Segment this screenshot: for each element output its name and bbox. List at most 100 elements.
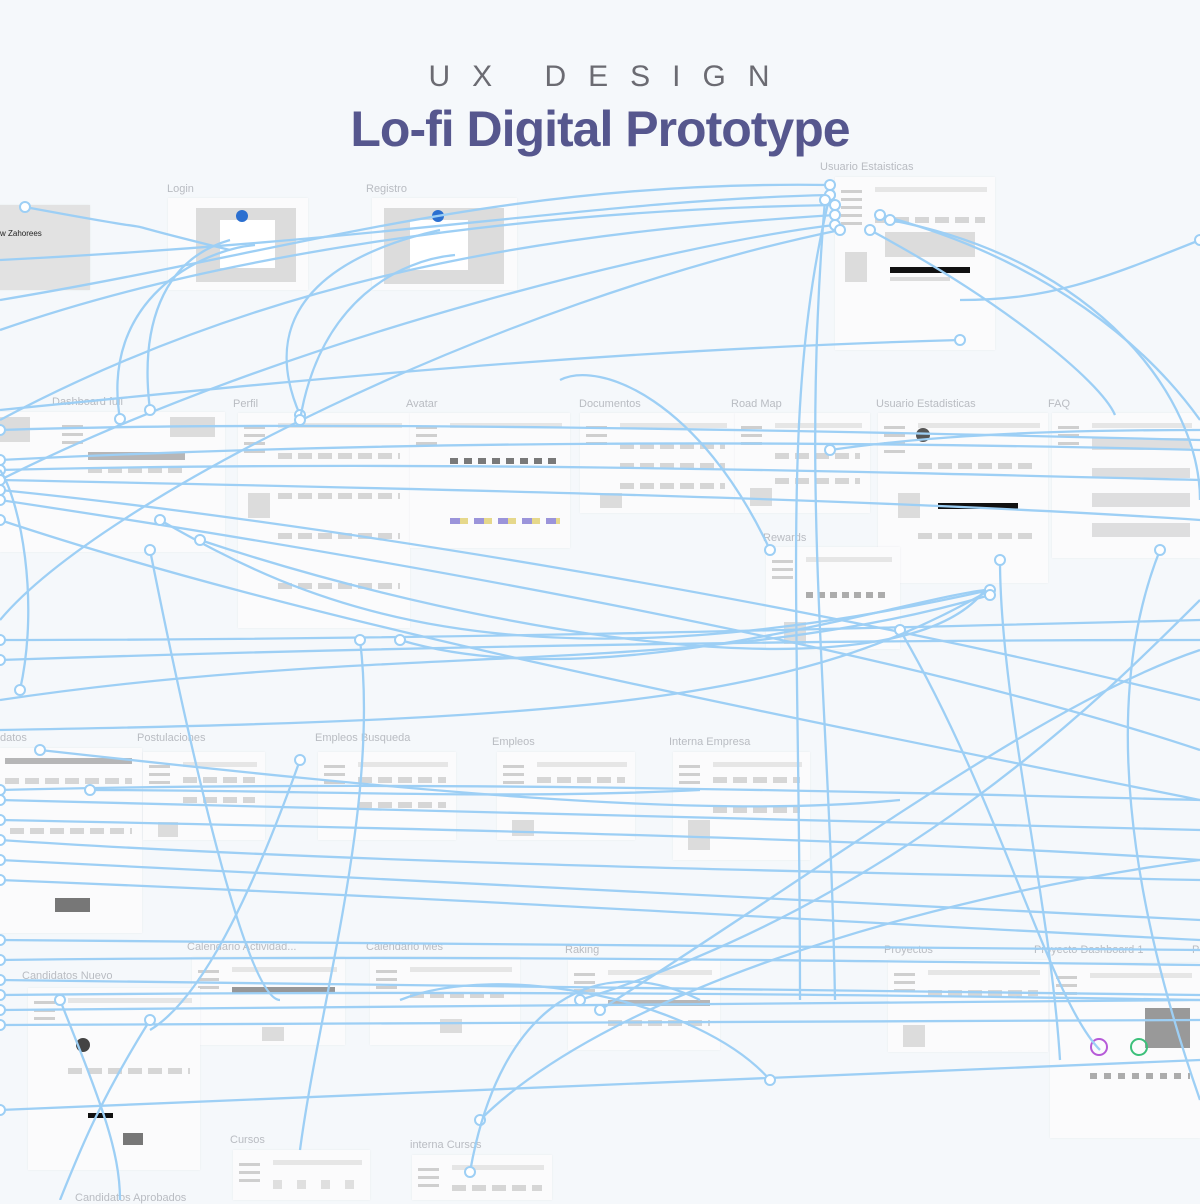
link-hotspot-dot[interactable]: [144, 1014, 156, 1026]
link-hotspot-dot[interactable]: [819, 194, 831, 206]
page-title: Lo-fi Digital Prototype: [350, 101, 850, 157]
prototype-link-line: [0, 183, 831, 302]
link-hotspot-dot[interactable]: [1154, 544, 1166, 556]
artboard-avatar[interactable]: [410, 413, 570, 548]
link-hotspot-dot[interactable]: [294, 414, 306, 426]
link-hotspot-dot[interactable]: [84, 784, 96, 796]
artboard-partial-left[interactable]: w Zahorees: [0, 205, 90, 290]
prototype-link-line: [298, 253, 456, 421]
prototype-link-line: [0, 228, 841, 621]
link-hotspot-dot[interactable]: [0, 654, 6, 666]
link-hotspot-dot[interactable]: [829, 199, 841, 211]
link-hotspot-dot[interactable]: [0, 1004, 6, 1016]
artboard-label-avatar: Avatar: [406, 398, 438, 410]
link-hotspot-dot[interactable]: [874, 209, 886, 221]
prototype-link-line: [0, 838, 1200, 882]
link-hotspot-dot[interactable]: [984, 589, 996, 601]
artboard-candidatos-nuevo[interactable]: [28, 988, 200, 1170]
link-hotspot-dot[interactable]: [0, 854, 6, 866]
artboard-calendario-mes[interactable]: [370, 957, 520, 1045]
link-hotspot-dot[interactable]: [394, 634, 406, 646]
prototype-link-line: [959, 238, 1200, 302]
link-hotspot-dot[interactable]: [354, 634, 366, 646]
link-hotspot-dot[interactable]: [0, 934, 6, 946]
artboard-label-candidatos-nuevo: Candidatos Nuevo: [22, 970, 113, 982]
artboard-proyecto-dashboard[interactable]: [1050, 963, 1200, 1138]
link-hotspot-dot[interactable]: [834, 224, 846, 236]
link-hotspot-dot[interactable]: [194, 534, 206, 546]
link-hotspot-dot[interactable]: [574, 994, 586, 1006]
link-hotspot-dot[interactable]: [0, 834, 6, 846]
prototype-link-line: [0, 638, 1200, 662]
link-hotspot-dot[interactable]: [824, 444, 836, 456]
link-hotspot-dot[interactable]: [864, 224, 876, 236]
link-hotspot-dot[interactable]: [829, 209, 841, 221]
prototype-link-line: [149, 759, 302, 1031]
link-hotspot-dot[interactable]: [0, 424, 6, 436]
artboard-calendario-actividad[interactable]: [192, 957, 345, 1045]
fragment-text: w Zahorees: [0, 229, 42, 238]
prototype-link-line: [58, 999, 122, 1200]
link-hotspot-dot[interactable]: [994, 554, 1006, 566]
link-hotspot-dot[interactable]: [0, 1019, 6, 1031]
prototype-link-line: [0, 593, 991, 702]
artboard-usuario-estaisticas[interactable]: [835, 177, 995, 350]
link-hotspot-dot[interactable]: [954, 334, 966, 346]
link-hotspot-dot[interactable]: [294, 754, 306, 766]
link-hotspot-dot[interactable]: [0, 454, 6, 466]
link-hotspot-dot[interactable]: [0, 974, 6, 986]
artboard-label-road-map: Road Map: [731, 398, 782, 410]
prototype-link-line: [159, 519, 991, 640]
artboard-interna-cursos[interactable]: [412, 1155, 552, 1200]
prototype-link-line: [0, 213, 836, 422]
prototype-link-line: [285, 228, 441, 416]
prototype-link-line: [814, 199, 837, 1001]
link-hotspot-dot[interactable]: [114, 413, 126, 425]
link-hotspot-dot[interactable]: [14, 684, 26, 696]
link-hotspot-dot[interactable]: [464, 1166, 476, 1178]
link-hotspot-dot[interactable]: [884, 214, 896, 226]
prototype-link-line: [39, 748, 901, 808]
prototype-link-line: [0, 518, 1200, 802]
link-hotspot-dot[interactable]: [0, 874, 6, 886]
link-hotspot-dot[interactable]: [19, 201, 31, 213]
prototype-link-line: [479, 858, 1200, 1121]
prototype-link-line: [24, 205, 231, 252]
artboard-label-calendario-actividad: Calendario Actividad...: [187, 941, 297, 953]
artboard-cursos[interactable]: [233, 1150, 370, 1200]
link-hotspot-dot[interactable]: [0, 814, 6, 826]
link-hotspot-dot[interactable]: [594, 1004, 606, 1016]
link-hotspot-dot[interactable]: [764, 1074, 776, 1086]
link-hotspot-dot[interactable]: [0, 794, 6, 806]
link-hotspot-dot[interactable]: [0, 514, 6, 526]
artboard-empleos-busqueda[interactable]: [318, 752, 456, 840]
link-hotspot-dot[interactable]: [34, 744, 46, 756]
prototype-link-line: [0, 193, 831, 262]
prototype-link-line: [0, 818, 1200, 862]
prototype-link-line: [579, 599, 1200, 1002]
link-hotspot-dot[interactable]: [154, 514, 166, 526]
link-hotspot-dot[interactable]: [144, 544, 156, 556]
link-hotspot-dot[interactable]: [0, 634, 6, 646]
prototype-link-line: [89, 788, 701, 796]
link-hotspot-dot[interactable]: [0, 494, 6, 506]
link-hotspot-dot[interactable]: [0, 989, 6, 1001]
artboard-proyectos[interactable]: [888, 960, 1048, 1052]
artboard-label-datos: datos: [0, 732, 27, 744]
link-hotspot-dot[interactable]: [1194, 234, 1200, 246]
link-hotspot-dot[interactable]: [54, 994, 66, 1006]
artboard-label-raking: Raking: [565, 944, 600, 956]
prototype-link-line: [399, 588, 986, 661]
link-hotspot-dot[interactable]: [0, 954, 6, 966]
link-hotspot-dot[interactable]: [764, 544, 776, 556]
prototype-link-line: [0, 858, 1200, 922]
link-hotspot-dot[interactable]: [0, 484, 6, 496]
prototype-link-line: [599, 648, 1200, 1011]
link-hotspot-dot[interactable]: [824, 179, 836, 191]
link-hotspot-dot[interactable]: [0, 784, 6, 796]
link-hotspot-dot[interactable]: [0, 1104, 6, 1116]
prototype-link-line: [829, 428, 1200, 452]
prototype-link-line: [0, 478, 1200, 522]
prototype-link-line: [0, 1058, 1200, 1112]
link-hotspot-dot[interactable]: [144, 404, 156, 416]
